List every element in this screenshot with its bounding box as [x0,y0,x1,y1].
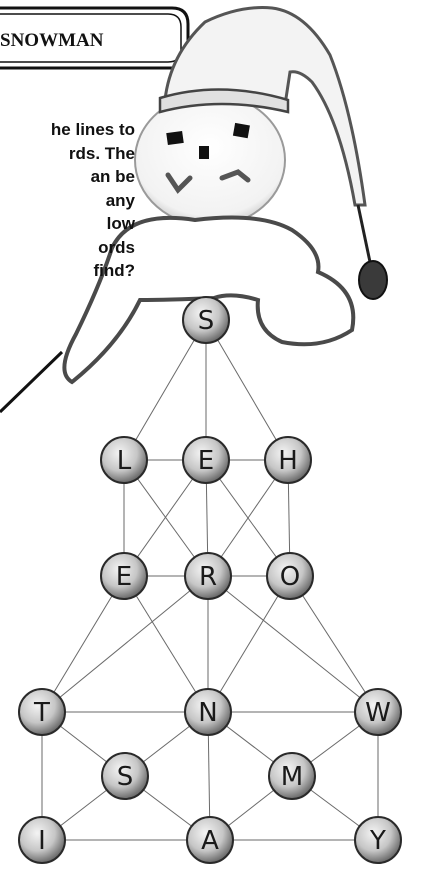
snowman-illustration [0,6,388,414]
letter-node-t[interactable]: T [18,688,66,736]
letter-ball [354,816,402,864]
letter-ball [101,752,149,800]
letter-node-y[interactable]: Y [354,816,402,864]
edge-e_left-t [41,575,125,713]
letter-ball [100,436,148,484]
letter-node-l[interactable]: L [100,436,148,484]
letter-label: W [365,698,391,728]
edge-s_top-l [123,319,207,461]
letter-node-o[interactable]: O [266,552,314,600]
letter-node-m[interactable]: M [268,752,316,800]
edge-r-t [41,575,209,713]
letter-node-r[interactable]: R [184,552,232,600]
puzzle-nodes: S L E H E R O T N W S M I A Y [18,296,402,864]
letter-node-n[interactable]: N [184,688,232,736]
letter-node-e_left[interactable]: E [100,552,148,600]
puzzle-title: SNOWMAN [0,30,104,51]
letter-ball [186,816,234,864]
snowman-head [134,93,286,227]
letter-ball [182,296,230,344]
letter-label: A [201,826,219,856]
letter-ball [264,436,312,484]
snowman-hat [163,6,367,207]
letter-label: O [280,562,300,592]
letter-label: E [116,562,132,592]
letter-ball [354,688,402,736]
letter-ball [18,816,66,864]
letter-node-e_mid[interactable]: E [182,436,230,484]
title-box: SNOWMAN [0,6,190,70]
snowman-eye-left [166,130,184,146]
letter-node-s_top[interactable]: S [182,296,230,344]
edge-o-w [289,575,379,713]
letter-ball [100,552,148,600]
letter-node-i[interactable]: I [18,816,66,864]
edge-s_top-h [205,319,289,461]
letter-ball [182,436,230,484]
letter-node-s_low[interactable]: S [101,752,149,800]
letter-label: R [199,562,217,592]
snowman-scarf [62,215,356,385]
letter-label: H [278,446,298,476]
letter-label: I [38,826,46,856]
letter-ball [266,552,314,600]
letter-ball [184,552,232,600]
edge-o-n [207,575,291,713]
letter-label: S [198,306,215,336]
instructions-text: he lines to rds. The an be any low ords … [50,120,135,280]
hat-pompom [358,260,388,300]
letter-node-h[interactable]: H [264,436,312,484]
hat-string [356,204,372,263]
edge-r-w [207,575,379,713]
letter-label: Y [369,826,386,856]
letter-ball [184,688,232,736]
letter-ball [18,688,66,736]
letter-label: T [33,698,50,728]
letter-label: S [117,762,134,792]
letter-node-w[interactable]: W [354,688,402,736]
letter-label: E [198,446,214,476]
snowman-nose [199,146,209,159]
letter-node-a[interactable]: A [186,816,234,864]
snowman-mouth [165,169,251,194]
pointer-line [0,350,64,414]
snowman-eye-right [232,122,250,139]
letter-ball [268,752,316,800]
edge-e_left-n [123,575,209,713]
letter-label: L [117,446,132,476]
letter-label: N [198,698,217,728]
letter-label: M [281,762,303,792]
hat-brim [158,88,290,114]
